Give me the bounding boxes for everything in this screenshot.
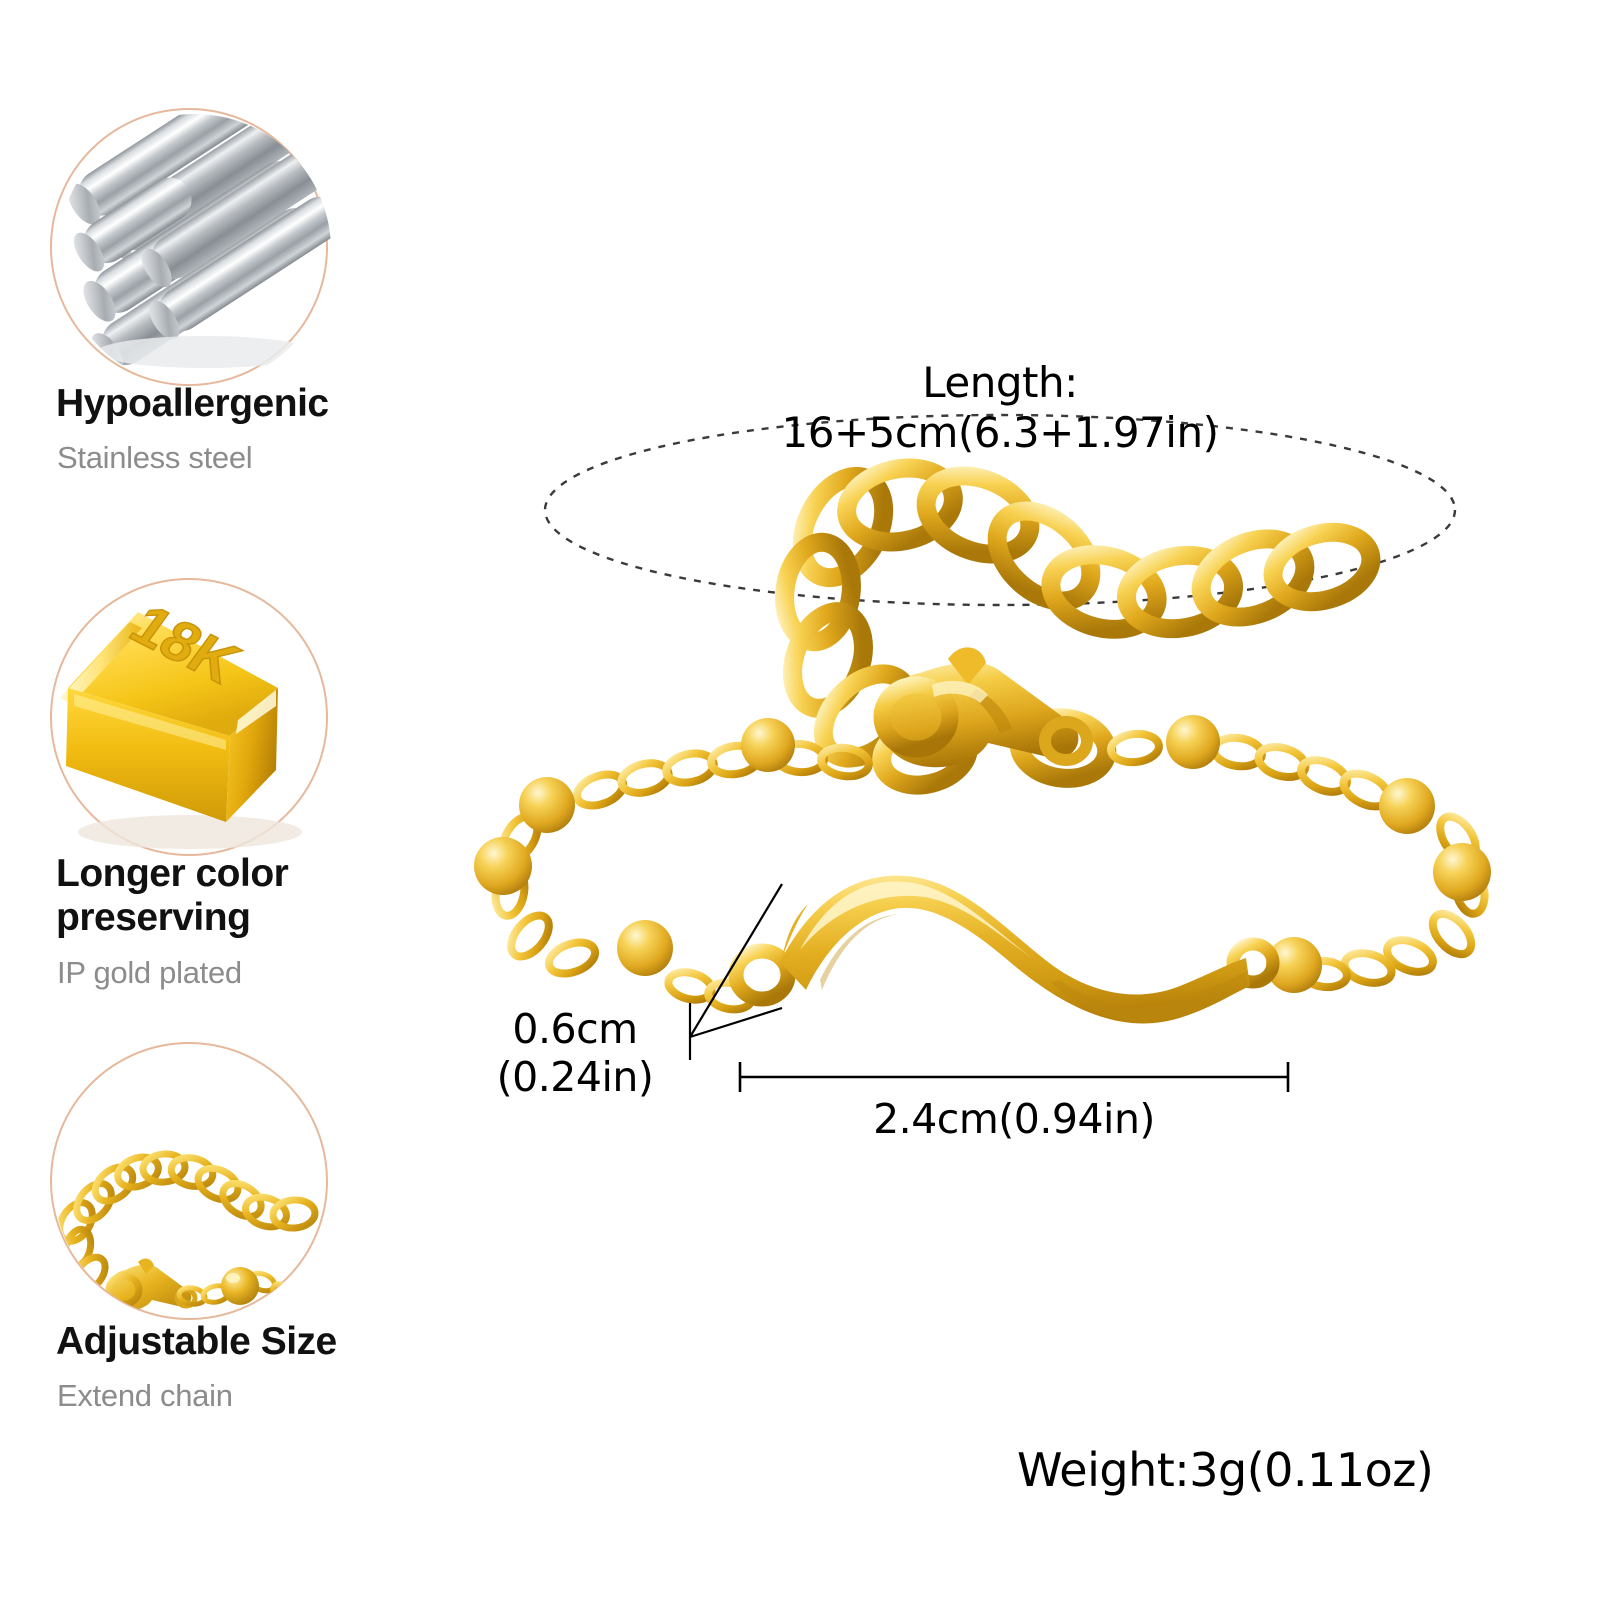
pendant-length-dimension-line xyxy=(738,1062,1290,1092)
oval-link-extender-chain xyxy=(775,458,1381,795)
feature-subtitle-1: Stainless steel xyxy=(57,440,253,475)
feature-title-1: Hypoallergenic xyxy=(56,382,329,425)
lobster-clasp xyxy=(873,647,1093,768)
chain-beads-left xyxy=(474,718,795,976)
feature-circle-outline-2 xyxy=(50,578,328,856)
width-dimension-leader xyxy=(688,883,783,1060)
beaded-cable-chain-right xyxy=(1107,729,1489,992)
feature-circle-outline-1 xyxy=(50,108,328,386)
weight-annotation: Weight:3g(0.11oz) xyxy=(1017,1443,1434,1497)
length-annotation: Length: 16+5cm(6.3+1.97in) xyxy=(650,358,1350,458)
beaded-cable-chain-left xyxy=(491,739,873,1014)
width-value-in: (0.24in) xyxy=(496,1053,654,1101)
s-wave-bar-pendant xyxy=(728,875,1280,1024)
feature-subtitle-3: Extend chain xyxy=(57,1378,233,1413)
extender-chain-clasp-icon xyxy=(56,1150,319,1311)
length-value: 16+5cm(6.3+1.97in) xyxy=(781,408,1219,457)
pendant-length-annotation: 2.4cm(0.94in) xyxy=(873,1095,1155,1143)
feature-subtitle-2: IP gold plated xyxy=(57,955,242,990)
gold-bar-18k-icon: 18K xyxy=(60,593,302,849)
chain-beads-right xyxy=(1166,715,1491,993)
feature-circle-outline-3 xyxy=(50,1042,328,1320)
feature-title-2: Longer color preserving xyxy=(56,852,289,939)
length-label: Length: xyxy=(922,358,1078,407)
feature-title-3: Adjustable Size xyxy=(56,1320,337,1363)
width-value-cm: 0.6cm xyxy=(512,1005,638,1053)
width-annotation: 0.6cm (0.24in) xyxy=(465,1005,685,1101)
steel-rods-icon xyxy=(67,114,331,374)
